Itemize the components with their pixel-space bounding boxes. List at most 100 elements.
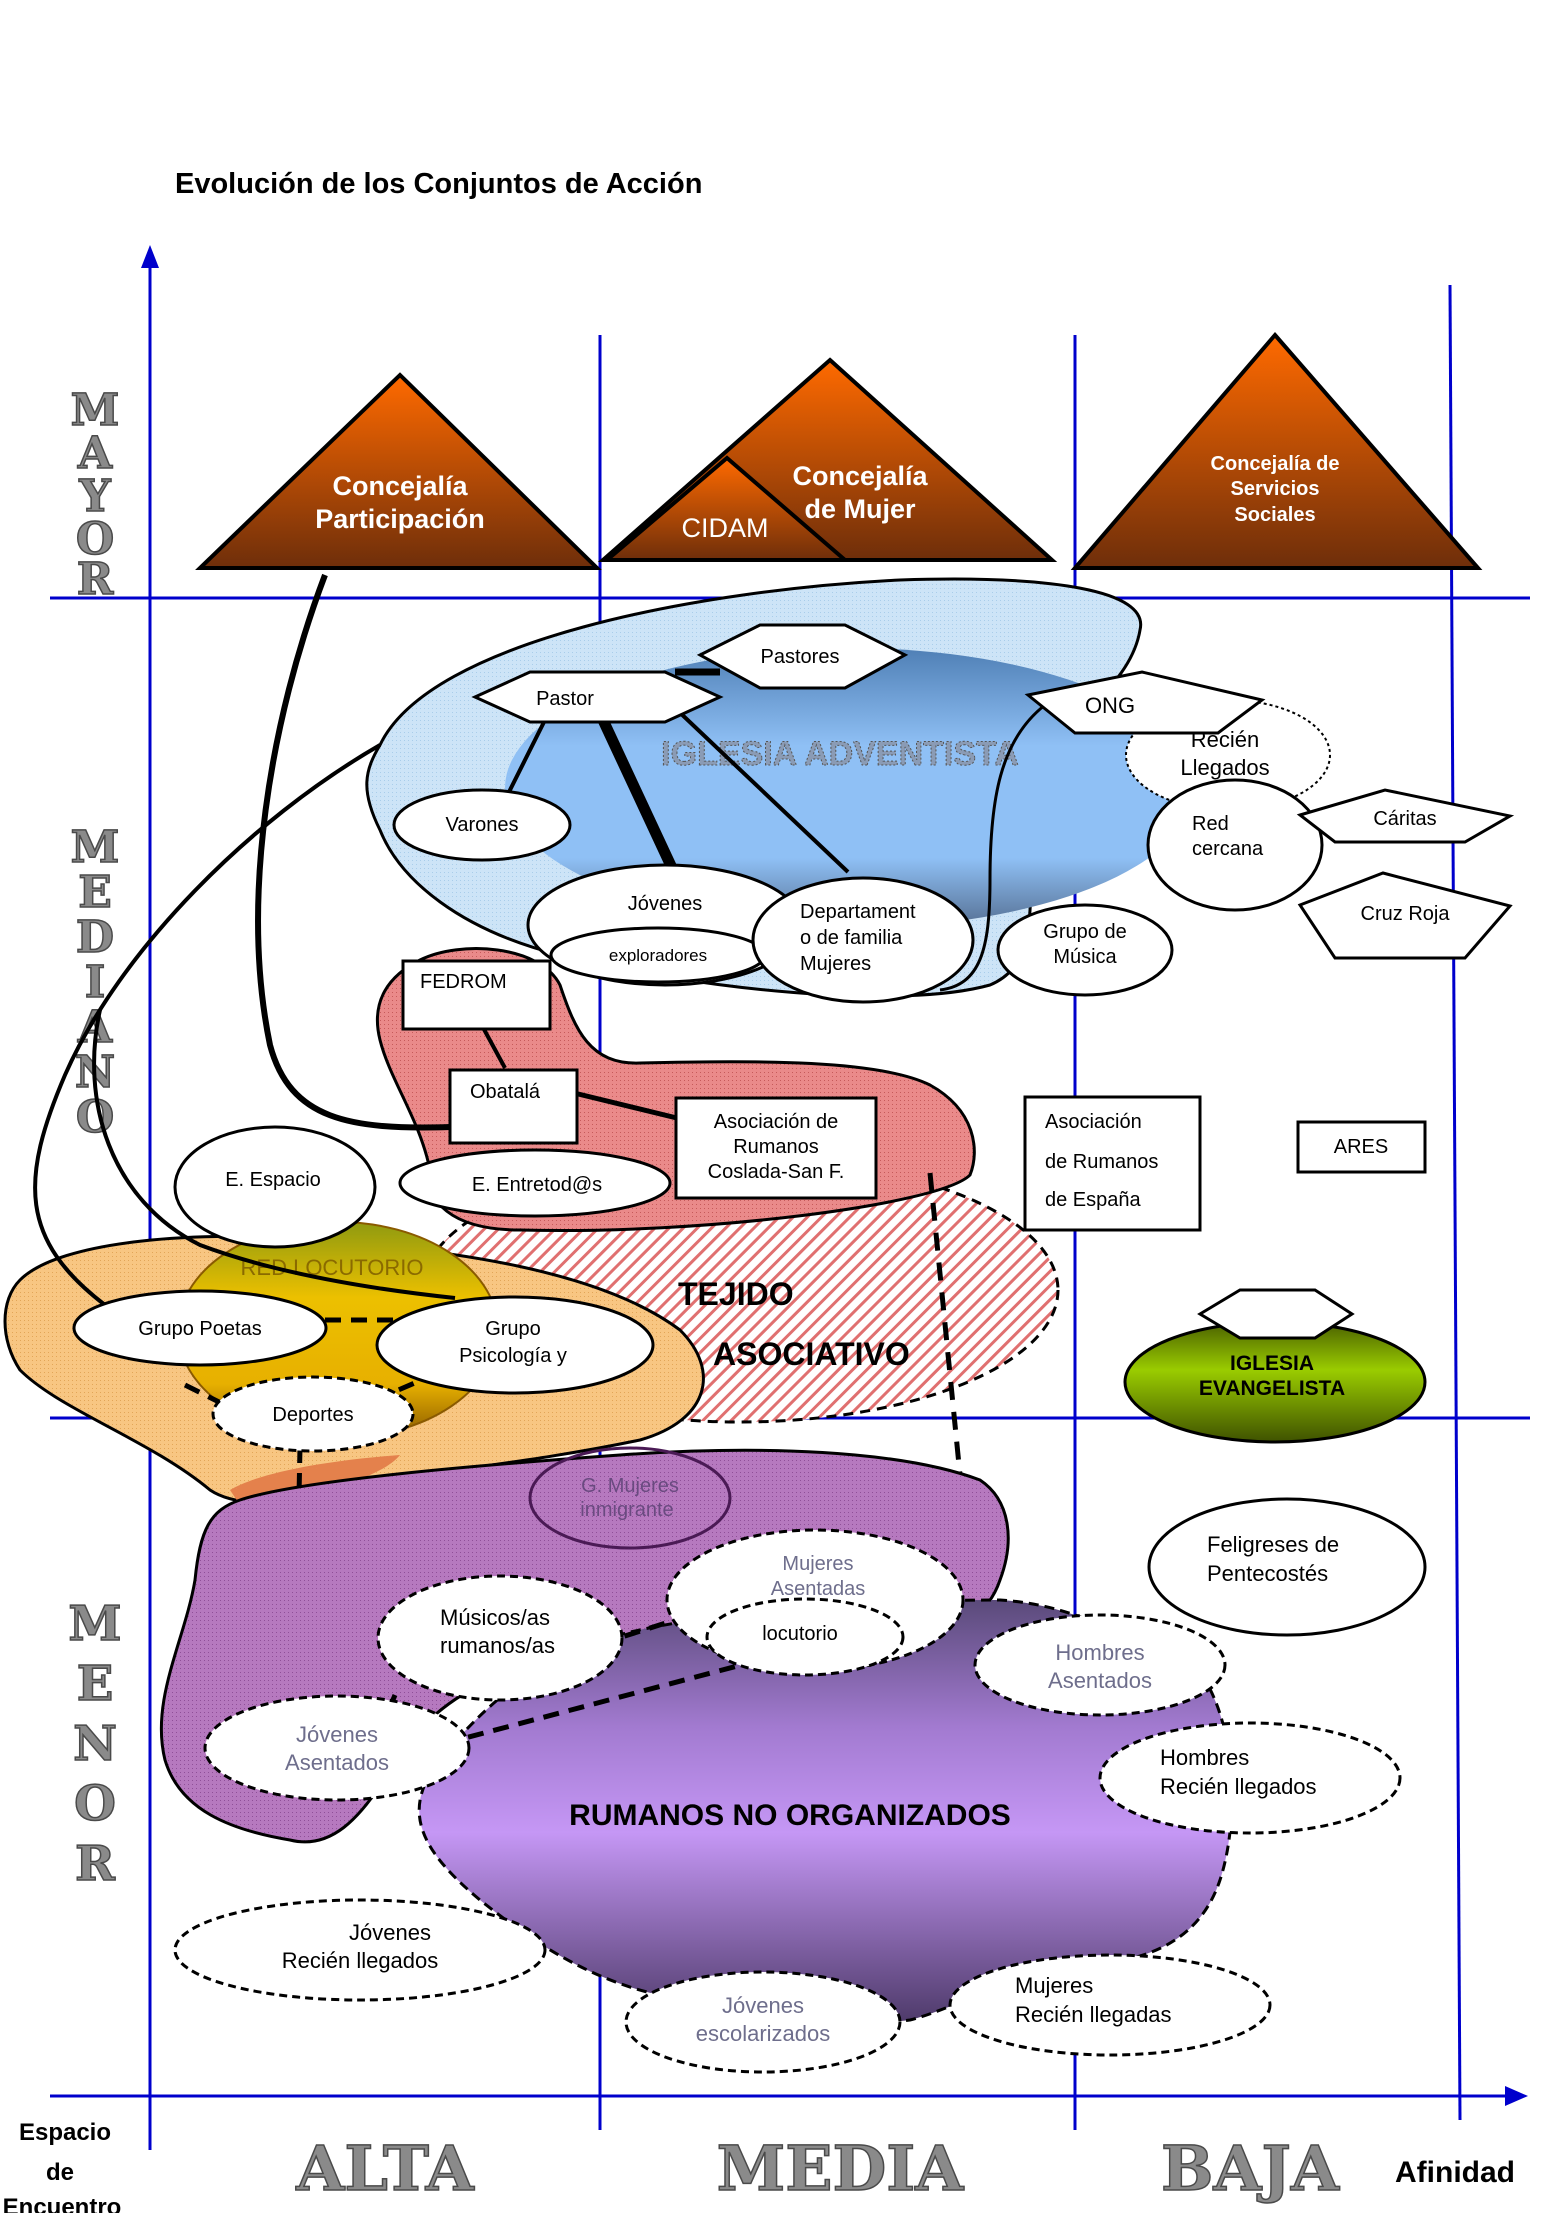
node-label: ARES xyxy=(1334,1136,1388,1158)
ong-node[interactable]: ONG xyxy=(1024,670,1266,735)
node-label: Deportes xyxy=(272,1404,353,1426)
y-axis-arrow xyxy=(141,245,159,268)
e-espacio-node[interactable]: E. Espacio xyxy=(173,1125,377,1249)
y-level-letter: O xyxy=(76,1092,114,1143)
node-label: inmigrante xyxy=(580,1499,673,1521)
g-mujeres-inmigrante-node[interactable]: G. Mujeres inmigrante xyxy=(528,1446,732,1550)
x-level-alta: ALTA xyxy=(295,2132,474,2205)
y-level-letter: I xyxy=(85,957,106,1008)
node-label: Jóvenes xyxy=(296,1722,378,1747)
e-entretodos-node[interactable]: E. Entretod@s xyxy=(398,1148,672,1218)
node-label: Grupo xyxy=(485,1318,541,1340)
node-label: Psicología y xyxy=(459,1345,567,1367)
y-level-mayor: M A Y O R xyxy=(70,384,120,606)
node-label: Pastores xyxy=(761,646,840,668)
asociacion-espana-node[interactable]: Asociación de Rumanos de España xyxy=(1023,1095,1202,1232)
hombres-asentados-node[interactable]: Hombres Asentados xyxy=(973,1613,1227,1717)
node-label: Varones xyxy=(445,814,518,836)
node-label: G. Mujeres xyxy=(581,1475,679,1497)
pastor-node[interactable]: Pastor xyxy=(471,670,724,724)
node-label: Música xyxy=(1053,946,1117,968)
y-level-letter: R xyxy=(75,1836,116,1892)
jovenes-escolarizados-node[interactable]: Jóvenes escolarizados xyxy=(624,1970,902,2074)
node-label: Asentados xyxy=(285,1750,389,1775)
node-label: cercana xyxy=(1192,838,1264,860)
node-label: Asociación xyxy=(1045,1111,1142,1133)
node-label: ONG xyxy=(1085,693,1135,718)
institution-label: Concejalía xyxy=(332,471,468,501)
x-level-baja: BAJA xyxy=(1161,2132,1340,2205)
node-label: Mujeres xyxy=(800,953,871,975)
node-label: Obatalá xyxy=(470,1081,541,1103)
concejalia-participacion[interactable]: Concejalía Participación xyxy=(195,372,602,570)
deportes-node[interactable]: Deportes xyxy=(211,1375,415,1453)
node-label: Llegados xyxy=(1180,755,1269,780)
feligreses-pentecostes-node[interactable]: Feligreses de Pentecostés xyxy=(1147,1497,1427,1637)
node-label: Grupo Poetas xyxy=(138,1318,261,1340)
obatala-node[interactable]: Obatalá xyxy=(448,1068,579,1145)
hombres-recien-node[interactable]: Hombres Recién llegados xyxy=(1098,1721,1402,1835)
node-label: EVANGELISTA xyxy=(1199,1377,1345,1400)
node-label: Recién llegados xyxy=(1160,1774,1317,1799)
node-label: de España xyxy=(1045,1189,1142,1211)
cidam[interactable]: CIDAM xyxy=(601,455,851,562)
cruz-roja-node[interactable]: Cruz Roja xyxy=(1297,871,1513,960)
node-label: Hombres xyxy=(1055,1640,1144,1665)
node-label: o de familia xyxy=(800,927,903,949)
x-axis-arrow xyxy=(1505,2086,1528,2106)
grupo-psicologia-node[interactable]: Grupo Psicología y xyxy=(375,1295,655,1395)
departamento-familia-node[interactable]: Departament o de familia Mujeres xyxy=(751,876,975,1004)
concejalia-servicios-sociales[interactable]: Concejalía de Servicios Sociales xyxy=(1070,331,1483,570)
y-level-mediano: M E D I A N O xyxy=(70,821,120,1144)
node-label: Pentecostés xyxy=(1207,1561,1328,1586)
adventista-boundary-curve xyxy=(939,703,1046,992)
red-cercana-node[interactable]: Red cercana xyxy=(1146,778,1324,912)
x-level-media: MEDIA xyxy=(717,2132,965,2205)
node-label: locutorio xyxy=(762,1623,838,1645)
y-axis-label: Espacio de Encuentro xyxy=(3,2119,122,2213)
jovenes-recien-node[interactable]: Jóvenes Recién llegados xyxy=(173,1898,547,2002)
node-label: FEDROM xyxy=(420,971,507,993)
x-axis-label: Afinidad xyxy=(1395,2156,1515,2189)
asociacion-coslada-node[interactable]: Asociación de Rumanos Coslada-San F. xyxy=(674,1096,878,1200)
node-label: Mujeres xyxy=(1015,1973,1093,1998)
pastores-node[interactable]: Pastores xyxy=(696,623,909,690)
exploradores-node[interactable]: exploradores xyxy=(549,926,767,984)
node-label: Recién llegadas xyxy=(1015,2002,1172,2027)
institution-label: de Mujer xyxy=(804,494,916,524)
y-level-letter: M xyxy=(71,385,120,436)
coslada-rumanos-dashed-link xyxy=(927,1172,963,1476)
y-axis-label-line: Encuentro xyxy=(3,2194,122,2213)
iglesia-adventista-label: IGLESIA ADVENTISTA xyxy=(661,735,1019,773)
grupo-musica-node[interactable]: Grupo de Música xyxy=(996,903,1174,997)
y-level-letter: D xyxy=(76,912,114,963)
y-level-letter: M xyxy=(68,1596,121,1652)
iglesia-adventista-core xyxy=(505,648,1195,928)
ares-node[interactable]: ARES xyxy=(1296,1120,1427,1174)
institution-label: CIDAM xyxy=(682,513,769,543)
node-label: Coslada-San F. xyxy=(708,1161,845,1183)
tejido-label-2: ASOCIATIVO xyxy=(713,1336,910,1372)
mujeres-recien-node[interactable]: Mujeres Recién llegadas xyxy=(948,1953,1272,2057)
grupo-poetas-node[interactable]: Grupo Poetas xyxy=(72,1289,328,1367)
jovenes-asentados-node[interactable]: Jóvenes Asentados xyxy=(203,1694,471,1802)
varones-node[interactable]: Varones xyxy=(392,788,572,862)
node-label: Jóvenes xyxy=(349,1920,431,1945)
node-label: Departament xyxy=(800,901,916,923)
caritas-node[interactable]: Cáritas xyxy=(1296,788,1515,844)
y-level-menor: M E N O R xyxy=(68,1595,123,1893)
node-label: Recién llegados xyxy=(282,1948,439,1973)
iglesia-evangelista-node[interactable]: IGLESIA EVANGELISTA xyxy=(1123,1288,1427,1444)
institution-label: Concejalía xyxy=(792,461,928,491)
musicos-node[interactable]: Músicos/as rumanos/as xyxy=(376,1574,624,1702)
node-label: Jóvenes xyxy=(628,893,703,915)
pastor-links xyxy=(503,668,850,874)
node-label: Asentados xyxy=(1048,1668,1152,1693)
y-level-letter: O xyxy=(76,514,114,565)
institution-label: Participación xyxy=(315,504,485,534)
node-label: rumanos/as xyxy=(440,1633,555,1658)
node-label: Cáritas xyxy=(1373,808,1436,830)
y-level-letter: E xyxy=(77,1656,114,1712)
fedrom-node[interactable]: FEDROM xyxy=(401,959,552,1031)
locutorio-node[interactable]: locutorio xyxy=(705,1597,905,1677)
